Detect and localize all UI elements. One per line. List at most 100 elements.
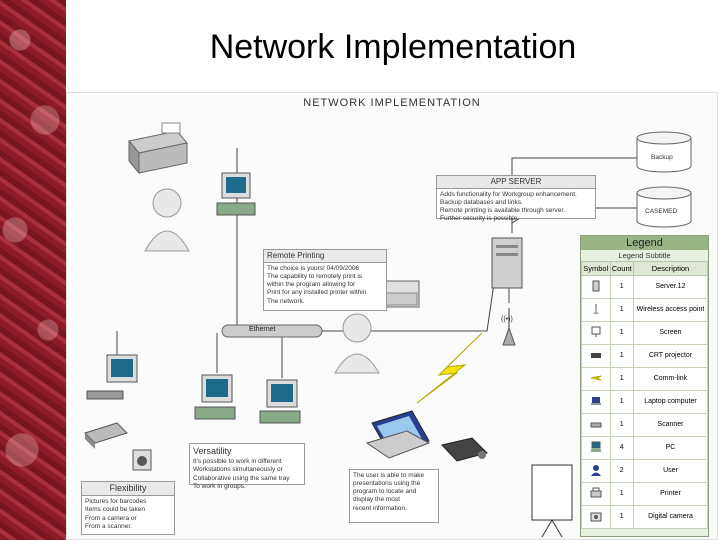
legend-row: 1 Screen bbox=[581, 321, 709, 345]
versatility-line: To work in groups. bbox=[193, 482, 246, 490]
legend-title: Legend bbox=[581, 236, 708, 250]
diagram-title: NETWORK IMPLEMENTATION bbox=[303, 97, 481, 109]
laptop-note: The user is able to make presentations u… bbox=[349, 469, 439, 523]
legend-row: 4 PC bbox=[581, 436, 709, 460]
legend-count: 1 bbox=[609, 367, 634, 391]
flexibility-line: From a camera or bbox=[85, 514, 137, 522]
legend-description: Digital camera bbox=[632, 505, 709, 529]
legend: Legend Legend Subtitle Symbol Count Desc… bbox=[580, 235, 709, 537]
scanner-icon bbox=[84, 422, 128, 449]
printer-icon bbox=[128, 122, 188, 175]
pc-icon bbox=[259, 379, 301, 424]
ethernet-bar bbox=[221, 324, 323, 338]
legend-row: 1 Server.12 bbox=[581, 275, 709, 299]
pc-icon bbox=[86, 354, 138, 400]
legend-description: User bbox=[632, 459, 709, 483]
flexibility-line: Pictures for barcodes bbox=[85, 498, 147, 506]
versatility-line: It's possible to work in different bbox=[193, 458, 282, 466]
slide-title: Network Implementation bbox=[209, 28, 577, 66]
versatility-title: Versatility bbox=[193, 446, 232, 456]
crt-projector-icon bbox=[590, 349, 602, 361]
legend-count: 2 bbox=[609, 459, 634, 483]
versatility-note: Versatility It's possible to work in dif… bbox=[189, 443, 305, 490]
remote-printing-line: The choice is yours! 04/09/2006 bbox=[267, 265, 360, 272]
comm-link-icon bbox=[416, 332, 483, 404]
versatility-line: Collaborative using the same tray bbox=[193, 474, 290, 482]
pc-icon bbox=[194, 374, 236, 420]
legend-count: 1 bbox=[609, 505, 634, 529]
legend-count: 1 bbox=[609, 321, 634, 345]
legend-count: 1 bbox=[609, 298, 634, 322]
legend-header-description: Description bbox=[632, 261, 709, 276]
legend-header-count: Count bbox=[609, 261, 634, 276]
app-server-title: APP SERVER bbox=[437, 176, 595, 189]
pc-icon bbox=[590, 441, 602, 453]
legend-count: 4 bbox=[609, 436, 634, 460]
flexibility-note: Flexibility Pictures for barcodes Items … bbox=[81, 481, 175, 535]
network-diagram: NETWORK IMPLEMENTATION bbox=[66, 92, 718, 540]
legend-count: 1 bbox=[609, 344, 634, 368]
legend-row: 1 Wireless access point bbox=[581, 298, 709, 322]
decorative-sidebar bbox=[0, 0, 66, 540]
legend-row: 1 Laptop computer bbox=[581, 390, 709, 414]
legend-count: 1 bbox=[609, 482, 634, 506]
database-backup-icon: Backup bbox=[636, 131, 692, 173]
laptop-note-line: The user is able to make bbox=[353, 472, 425, 479]
app-server-line: Adds functionality for Workgroup enhance… bbox=[440, 191, 577, 198]
legend-row: 1 CRT projector bbox=[581, 344, 709, 368]
legend-description: Screen bbox=[632, 321, 709, 345]
printer-icon bbox=[590, 487, 602, 499]
diagram-canvas: ((•)) Backup CASEMED bbox=[84, 122, 692, 538]
wireless-access-point-icon: ((•)) bbox=[501, 308, 516, 346]
database-backup-label: Backup bbox=[651, 154, 673, 161]
app-server-line: Backup databases and links. bbox=[440, 199, 523, 207]
legend-description: Server.12 bbox=[632, 275, 709, 299]
legend-count: 1 bbox=[609, 390, 634, 414]
legend-description: CRT projector bbox=[632, 344, 709, 368]
laptop-icon bbox=[365, 410, 431, 459]
legend-count: 1 bbox=[609, 275, 634, 299]
legend-description: PC bbox=[632, 436, 709, 460]
database-casemed-label: CASEMED bbox=[645, 208, 677, 215]
digital-camera-icon bbox=[132, 449, 152, 471]
legend-row: 1 Digital camera bbox=[581, 505, 709, 529]
legend-row: 1 Scanner bbox=[581, 413, 709, 437]
laptop-note-line: display the most bbox=[353, 496, 400, 504]
remote-printing-note: Remote Printing The choice is yours! 04/… bbox=[263, 249, 387, 311]
screen-icon bbox=[590, 326, 602, 338]
server-icon bbox=[590, 280, 602, 292]
app-server-line: Further security is possible. bbox=[440, 215, 520, 223]
scanner-icon bbox=[590, 418, 602, 430]
digital-camera-icon bbox=[590, 510, 602, 522]
legend-subtitle: Legend Subtitle bbox=[618, 251, 671, 260]
legend-description: Wireless access point bbox=[632, 298, 709, 322]
server-icon bbox=[491, 237, 523, 289]
app-server-line: Remote printing is available through ser… bbox=[440, 207, 566, 215]
flexibility-line: Items could be taken bbox=[85, 506, 145, 514]
remote-printing-line: within the program allowing for bbox=[267, 281, 356, 289]
crt-projector-icon bbox=[441, 437, 488, 462]
legend-row: 2 User bbox=[581, 459, 709, 483]
laptop-note-line: presentations using the bbox=[353, 480, 421, 488]
database-casemed-icon: CASEMED bbox=[636, 186, 692, 228]
comm-link-icon bbox=[590, 372, 602, 384]
wireless-label: ((•)) bbox=[501, 316, 513, 323]
pc-icon bbox=[216, 172, 256, 216]
flexibility-line: From a scanner. bbox=[85, 522, 132, 530]
remote-printing-line: The network. bbox=[267, 297, 305, 305]
laptop-note-line: recent information. bbox=[353, 504, 407, 512]
legend-description: Scanner bbox=[632, 413, 709, 437]
legend-table: Symbol Count Description 1 Server.12 1 W… bbox=[581, 261, 709, 529]
legend-description: Comm-link bbox=[632, 367, 709, 391]
screen-icon bbox=[531, 464, 573, 538]
user-icon bbox=[590, 464, 602, 476]
legend-row: 1 Printer bbox=[581, 482, 709, 506]
user-icon bbox=[144, 188, 190, 252]
legend-description: Printer bbox=[632, 482, 709, 506]
remote-printing-title: Remote Printing bbox=[264, 250, 386, 263]
flexibility-title: Flexibility bbox=[82, 482, 174, 497]
user-icon bbox=[334, 313, 380, 374]
wireless-access-point-icon bbox=[590, 303, 602, 315]
remote-printing-line: The capability to remotely print is bbox=[267, 273, 363, 281]
legend-row: 1 Comm-link bbox=[581, 367, 709, 391]
